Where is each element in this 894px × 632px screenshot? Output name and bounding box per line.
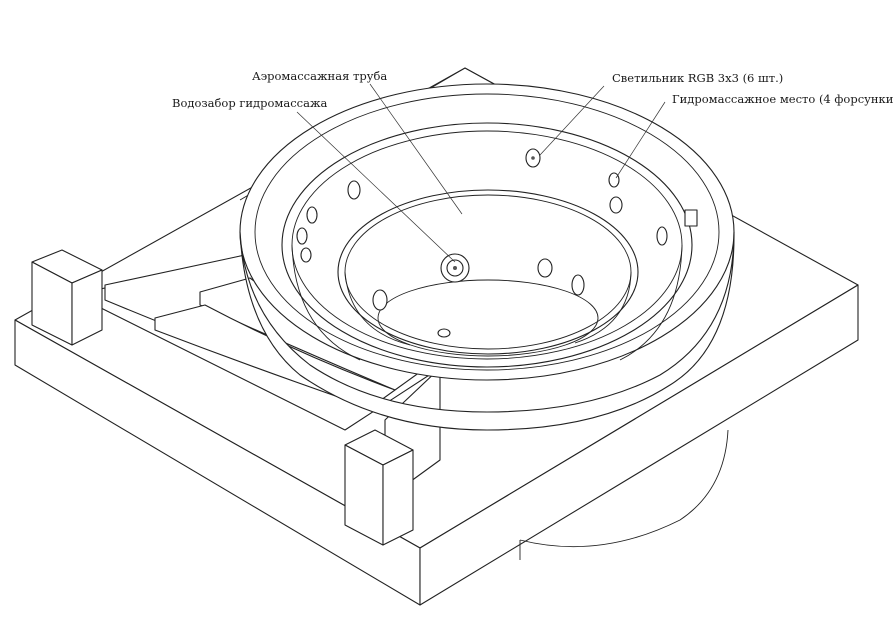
left-post [31, 249, 103, 346]
callout-aero-pipe: Аэромассажная труба [252, 69, 387, 83]
jets [296, 148, 698, 338]
water-intake-icon [440, 253, 470, 283]
leaders [296, 83, 666, 263]
bowl-bottom [519, 429, 729, 560]
jet-icon [296, 172, 698, 338]
front-post [344, 429, 414, 546]
callout-rgb-light: Светильник RGB 3x3 (6 шт.) [612, 71, 783, 85]
light-icon [525, 148, 541, 168]
callout-water-intake: Водозабор гидромассажа [172, 96, 328, 110]
tub [239, 83, 735, 431]
callout-hydro-seat: Гидромассажное место (4 форсунки) [672, 92, 894, 106]
